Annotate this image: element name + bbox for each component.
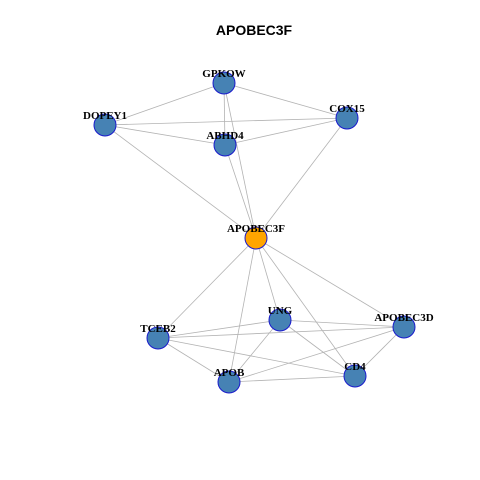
node-label-apobec3f: APOBEC3F [227, 223, 285, 235]
edge-ung-tceb2 [157, 319, 281, 339]
edge-gpkow-dopey1 [104, 82, 225, 126]
edge-ung-apob [228, 319, 281, 383]
node-label-dopey1: DOPEY1 [83, 110, 127, 122]
edge-cox15-abhd4 [224, 117, 348, 146]
edges-layer [104, 82, 405, 383]
node-tceb2 [146, 326, 170, 350]
node-apob [217, 370, 241, 394]
edge-apobec3f-cd4 [255, 237, 356, 377]
edge-dopey1-cox15 [104, 117, 348, 126]
edge-ung-cd4 [279, 319, 356, 377]
node-apobec3d [392, 315, 416, 339]
node-gpkow [212, 71, 236, 95]
edge-tceb2-apob [157, 337, 230, 383]
node-abhd4 [213, 133, 237, 157]
node-label-cd4: CD4 [344, 361, 366, 373]
node-cd4 [343, 364, 367, 388]
node-label-cox15: COX15 [329, 103, 365, 115]
node-label-abhd4: ABHD4 [206, 130, 244, 142]
edge-apobec3f-ung [255, 237, 281, 321]
graph-title: APOBEC3F [216, 22, 293, 38]
edge-apobec3d-tceb2 [157, 326, 405, 339]
edge-tceb2-cd4 [157, 337, 356, 377]
edge-apob-cd4 [228, 375, 356, 383]
edge-apobec3f-apobec3d [255, 237, 405, 328]
node-dopey1 [93, 113, 117, 137]
node-apobec3f [244, 226, 268, 250]
node-label-tceb2: TCEB2 [140, 323, 176, 335]
nodes-layer [93, 71, 416, 394]
edge-cox15-apobec3f [255, 117, 348, 239]
node-ung [268, 308, 292, 332]
node-label-ung: UNG [268, 305, 293, 317]
edge-apobec3d-cd4 [354, 326, 405, 377]
edge-dopey1-apobec3f [104, 124, 257, 239]
edge-gpkow-apobec3f [223, 82, 257, 239]
edge-apobec3f-apob [228, 237, 257, 383]
node-label-apob: APOB [214, 367, 245, 379]
edge-gpkow-cox15 [223, 82, 348, 119]
node-label-gpkow: GPKOW [202, 68, 245, 80]
edge-abhd4-apobec3f [224, 144, 257, 239]
edge-ung-apobec3d [279, 319, 405, 328]
node-label-apobec3d: APOBEC3D [374, 312, 433, 324]
edge-dopey1-abhd4 [104, 124, 226, 146]
edge-apobec3f-tceb2 [157, 237, 257, 339]
node-cox15 [335, 106, 359, 130]
edge-apobec3d-apob [228, 326, 405, 383]
